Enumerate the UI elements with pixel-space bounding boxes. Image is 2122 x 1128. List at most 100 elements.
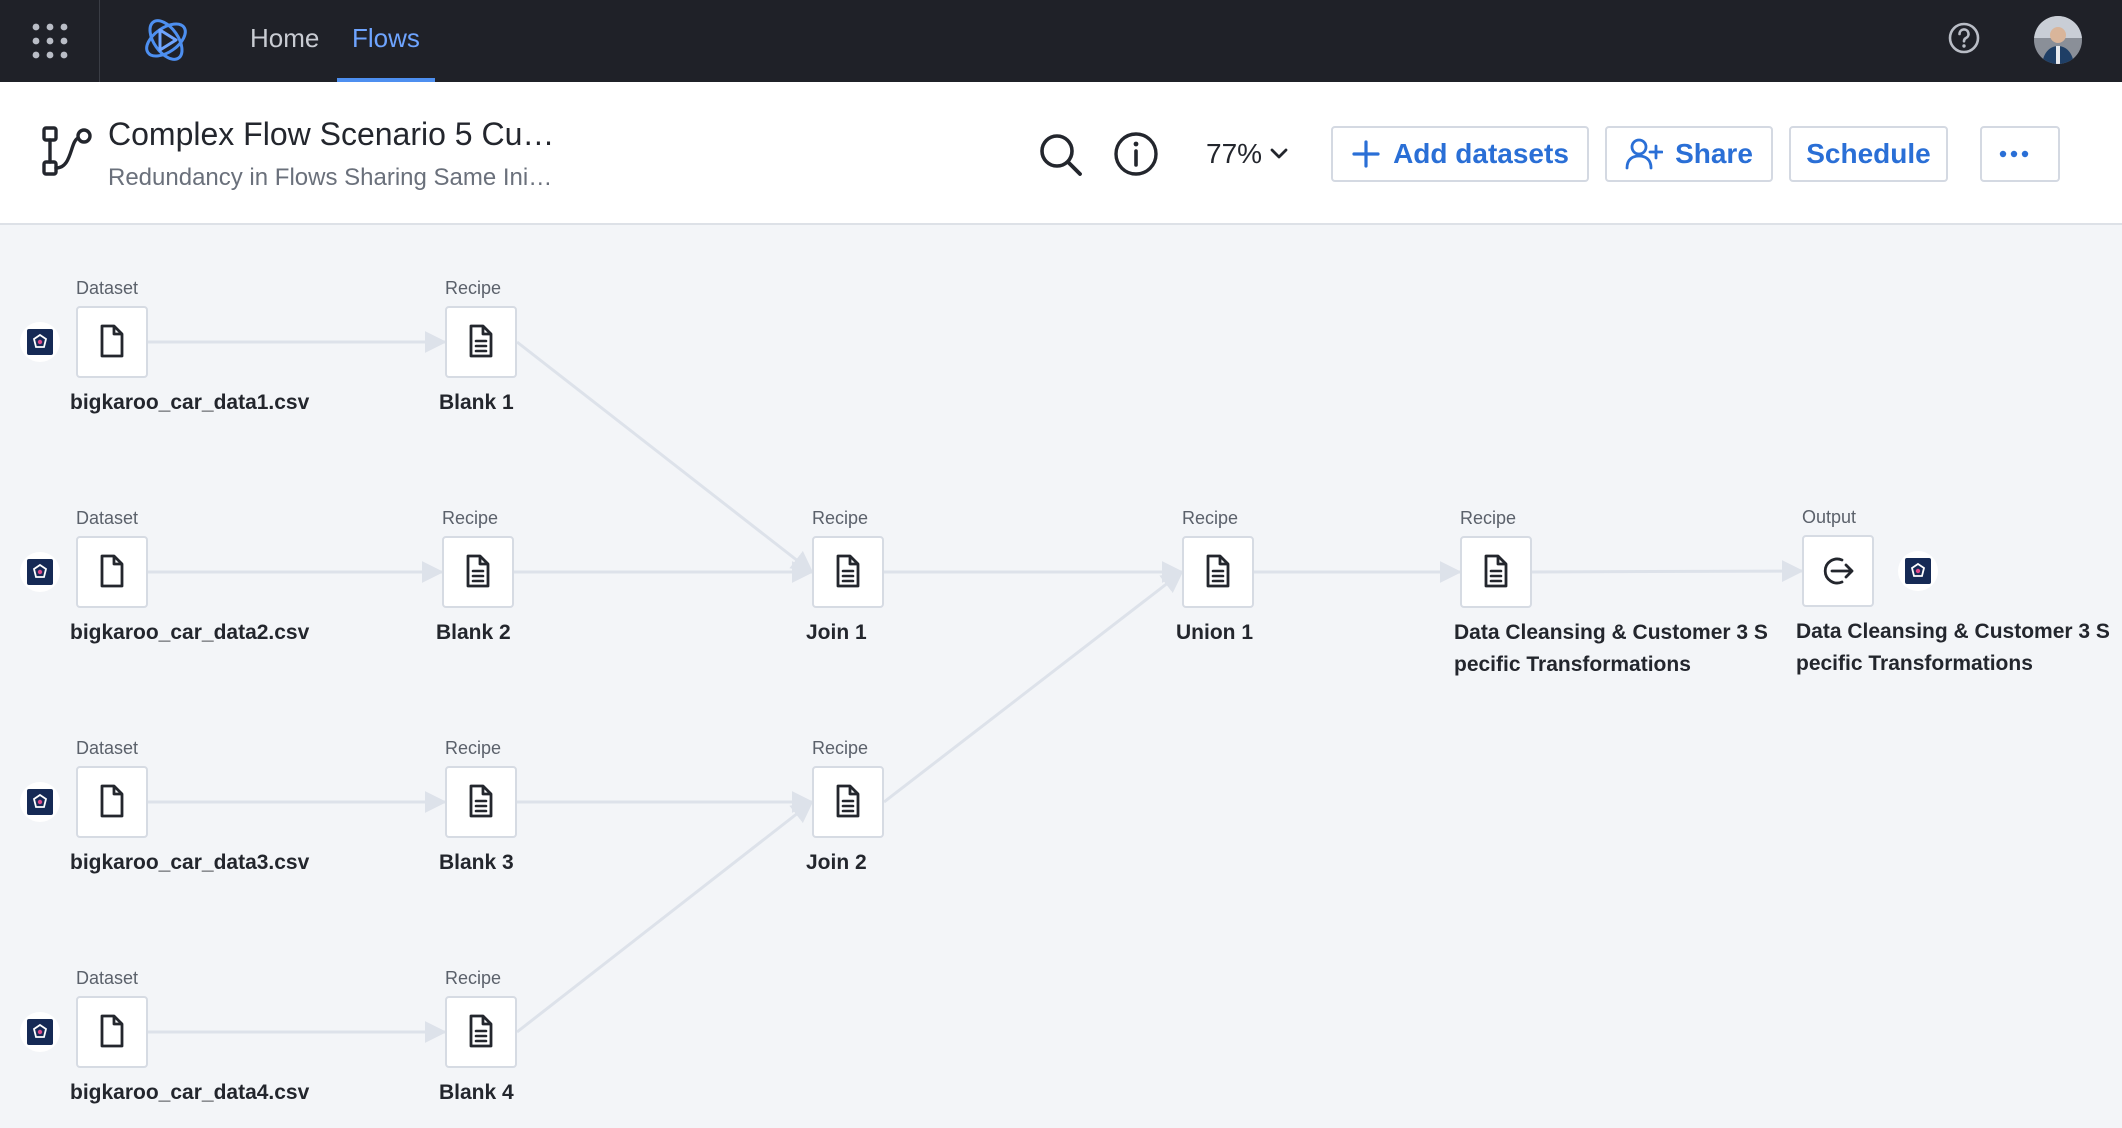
node-label: Blank 4 xyxy=(439,1081,514,1104)
node-box[interactable] xyxy=(76,996,148,1068)
node-label: bigkaroo_car_data3.csv xyxy=(70,851,310,874)
user-avatar[interactable] xyxy=(2034,16,2082,64)
share-button[interactable]: Share xyxy=(1605,126,1773,182)
nav-home-link[interactable]: Home xyxy=(250,23,320,53)
search-icon[interactable] xyxy=(1036,130,1084,178)
connector-badge[interactable] xyxy=(1898,551,1938,591)
node-type-label: Dataset xyxy=(76,968,139,988)
flow-header: Complex Flow Scenario 5 Cu… Redundancy i… xyxy=(0,82,2122,225)
node-type-label: Recipe xyxy=(812,508,869,528)
schedule-label: Schedule xyxy=(1806,138,1931,169)
share-label: Share xyxy=(1675,138,1753,169)
node-box[interactable] xyxy=(76,536,148,608)
node-type-label: Recipe xyxy=(445,278,502,298)
connector-icon xyxy=(32,793,48,808)
node-label: Union 1 xyxy=(1176,621,1253,644)
node-box[interactable] xyxy=(812,536,884,608)
recipe-icon xyxy=(469,1014,493,1048)
output-icon xyxy=(1823,557,1854,585)
node-label: Blank 3 xyxy=(439,851,514,874)
node-label: Blank 1 xyxy=(439,391,514,414)
node-label: Data Cleansing & Customer 3 Specific Tra… xyxy=(1796,620,2110,675)
nav-flows-link[interactable]: Flows xyxy=(337,0,435,82)
add-user-icon xyxy=(1625,138,1664,170)
node-box[interactable] xyxy=(1802,535,1874,607)
node-type-label: Recipe xyxy=(442,508,499,528)
flow-edge xyxy=(516,800,814,1034)
more-horizontal-icon xyxy=(1999,150,2029,158)
node-type-label: Dataset xyxy=(76,508,139,528)
node-type-label: Recipe xyxy=(1460,508,1517,528)
connector-badge[interactable] xyxy=(20,782,60,822)
node-box[interactable] xyxy=(76,306,148,378)
node-label: bigkaroo_car_data1.csv xyxy=(70,391,310,414)
grid-icon xyxy=(32,23,67,59)
add-datasets-button[interactable]: Add datasets xyxy=(1331,126,1589,182)
info-icon[interactable] xyxy=(1112,130,1160,178)
more-options-button[interactable] xyxy=(1980,126,2060,182)
connector-logo-icon xyxy=(27,329,53,355)
flow-edges xyxy=(148,331,1804,1043)
file-icon xyxy=(100,554,124,588)
file-icon xyxy=(100,324,124,358)
node-type-label: Dataset xyxy=(76,278,139,298)
help-icon[interactable] xyxy=(1946,20,1982,56)
connector-logo-icon xyxy=(27,559,53,585)
avatar-icon xyxy=(2034,16,2082,64)
recipe-icon xyxy=(1484,554,1508,588)
node-box[interactable] xyxy=(1182,536,1254,608)
flow-edge xyxy=(883,570,1184,804)
recipe-icon xyxy=(469,784,493,818)
connector-logo-icon xyxy=(27,789,53,815)
node-label: bigkaroo_car_data4.csv xyxy=(70,1081,310,1104)
connector-badge[interactable] xyxy=(20,552,60,592)
plus-icon xyxy=(1352,140,1380,168)
file-icon xyxy=(100,1014,124,1048)
flow-subtitle: Redundancy in Flows Sharing Same Ini… xyxy=(108,164,553,191)
connector-logo-icon xyxy=(1905,558,1931,584)
node-type-label: Output xyxy=(1802,507,1857,527)
recipe-icon xyxy=(1206,554,1230,588)
connector-badge[interactable] xyxy=(20,1012,60,1052)
node-type-label: Recipe xyxy=(445,968,502,988)
flow-icon xyxy=(42,126,92,176)
node-label: Join 1 xyxy=(806,621,867,644)
add-datasets-label: Add datasets xyxy=(1393,138,1569,169)
app-logo-icon[interactable] xyxy=(136,8,196,72)
zoom-value: 77% xyxy=(1206,138,1263,169)
flow-edge xyxy=(1531,560,1804,583)
connector-logo-icon xyxy=(27,1019,53,1045)
node-type-label: Recipe xyxy=(812,738,869,758)
app-launcher-button[interactable] xyxy=(0,0,100,82)
node-label: bigkaroo_car_data2.csv xyxy=(70,621,310,644)
node-label: Blank 2 xyxy=(436,621,511,644)
top-nav-bar: Home Flows xyxy=(0,0,2122,82)
zoom-dropdown[interactable]: 77% xyxy=(1206,132,1290,176)
recipe-icon xyxy=(836,554,860,588)
connector-icon xyxy=(1910,562,1926,577)
node-box[interactable] xyxy=(445,996,517,1068)
node-type-label: Dataset xyxy=(76,738,139,758)
node-box[interactable] xyxy=(812,766,884,838)
node-box[interactable] xyxy=(442,536,514,608)
file-icon xyxy=(100,784,124,818)
node-label: Data Cleansing & Customer 3 Specific Tra… xyxy=(1454,621,1768,676)
chevron-down-icon xyxy=(1270,148,1288,159)
connector-icon xyxy=(32,563,48,578)
recipe-icon xyxy=(466,554,490,588)
node-box[interactable] xyxy=(76,766,148,838)
flow-edge xyxy=(516,340,814,574)
node-label: Join 2 xyxy=(806,851,867,874)
node-type-label: Recipe xyxy=(1182,508,1239,528)
connector-badge[interactable] xyxy=(20,322,60,362)
node-box[interactable] xyxy=(445,306,517,378)
recipe-icon xyxy=(836,784,860,818)
node-box[interactable] xyxy=(445,766,517,838)
flow-title: Complex Flow Scenario 5 Cu… xyxy=(108,116,555,152)
node-type-label: Recipe xyxy=(445,738,502,758)
schedule-button[interactable]: Schedule xyxy=(1789,126,1948,182)
connector-icon xyxy=(32,333,48,348)
connector-icon xyxy=(32,1023,48,1038)
node-box[interactable] xyxy=(1460,536,1532,608)
